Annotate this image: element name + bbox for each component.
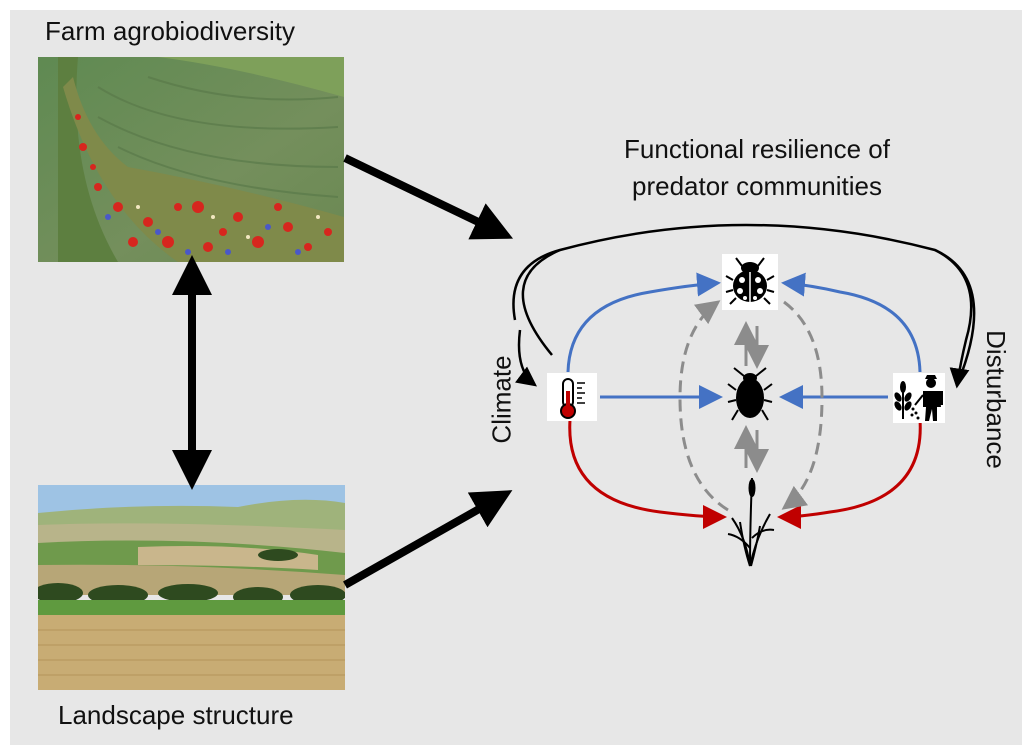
herbivore-plant-interaction-arrows [734,425,769,473]
farm-to-resilience-arrow [343,154,514,240]
farmer-spraying-icon [893,373,945,423]
predator-herbivore-interaction-arrows [734,321,769,369]
climate-to-plant-arrow [568,419,727,529]
outer-black-arc [521,223,976,386]
disturbance-to-plant-arrow [777,419,922,529]
ladybird-icon [722,254,778,310]
climate-arc-end [515,329,537,387]
climate-to-predator-arrow [566,272,721,373]
functional-title-line1: Functional resilience of [624,134,890,164]
wheat-plant-icon [727,477,775,567]
farm-field-photo [38,57,344,262]
disturbance-arc-end [934,248,973,389]
landscape-to-resilience-arrow [343,490,513,589]
farm-agrobiodiversity-label: Farm agrobiodiversity [45,16,295,46]
landscape-structure-label: Landscape structure [58,700,294,730]
thermometer-icon [547,373,597,421]
climate-arc-mid [512,248,561,321]
plant-to-predator-dashed-left [678,300,729,512]
disturbance-to-predator-arrow [781,272,922,373]
landscape-photo [38,485,345,690]
functional-resilience-title: Functional resilience of predator commun… [598,131,916,205]
functional-title-line2: predator communities [632,171,882,201]
predator-to-plant-dashed-right [781,300,824,510]
aphid-icon [727,367,773,421]
